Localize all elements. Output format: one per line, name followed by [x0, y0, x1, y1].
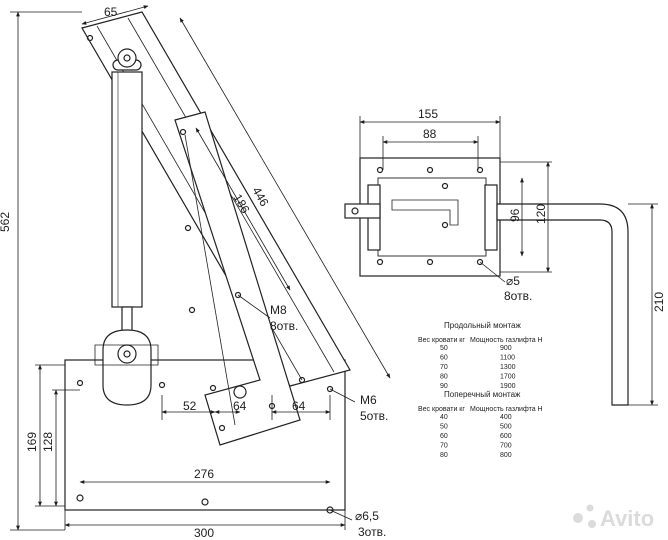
table-longitudinal: Продольный монтаж Вес кровати кг Мощност…: [418, 321, 543, 390]
plate-hole: [76, 379, 84, 387]
table-longitudinal-power-cell: 1700: [500, 374, 516, 381]
table-transverse-power-cell: 800: [500, 452, 512, 459]
table-longitudinal-weight-cell: 60: [440, 355, 448, 362]
table-transverse-title: Поперечный монтаж: [444, 390, 521, 399]
table-longitudinal-weight-cell: 90: [440, 383, 448, 390]
table-transverse-weight-cell: 70: [440, 443, 448, 450]
table-transverse-weight-cell: 60: [440, 433, 448, 440]
gas-spring: [102, 48, 152, 406]
table-transverse-weight-cell: 40: [440, 414, 448, 421]
top-view: [344, 157, 629, 406]
side-dimension-text: 562 65 446 186 169 128 52 64 64 276 300 …: [0, 5, 388, 540]
dim-height-96: 96: [508, 208, 522, 222]
dim-spacing-right: 64: [292, 399, 306, 413]
base-hole: [201, 498, 209, 506]
table-transverse-header-power: Мощность газлифта Н: [470, 406, 543, 413]
dim-height-128: 128: [41, 432, 55, 452]
table-longitudinal-header-power: Мощность газлифта Н: [470, 337, 543, 344]
table-longitudinal-weight-cell: 80: [440, 374, 448, 381]
table-transverse-power-cell: 500: [500, 424, 512, 431]
dim-bottom-holes: 276: [194, 467, 214, 481]
table-longitudinal-power-cell: 1300: [500, 364, 516, 371]
table-longitudinal-weight-cell: 50: [440, 345, 448, 352]
dim-spacing-center: 64: [233, 399, 247, 413]
note-d5-size: ⌀5: [506, 274, 520, 288]
table-transverse: Поперечный монтаж Вес кровати кг Мощност…: [418, 390, 543, 459]
dim-plate-width: 300: [194, 526, 214, 540]
table-longitudinal-header-weight: Вес кровати кг: [418, 337, 465, 344]
dim-width-155: 155: [418, 107, 438, 121]
note-d65-size: ⌀6,5: [355, 509, 379, 523]
note-m6-count: 5отв.: [360, 409, 388, 423]
dim-total-height: 562: [0, 212, 12, 232]
dim-height-120: 120: [534, 204, 548, 224]
table-longitudinal-weight-cell: 70: [440, 364, 448, 371]
table-transverse-power-cell: 600: [500, 433, 512, 440]
side-view: [64, 11, 351, 514]
dim-height-169: 169: [25, 432, 39, 452]
table-longitudinal-power-cell: 1100: [500, 355, 515, 362]
table-transverse-weight-cell: 50: [440, 424, 448, 431]
base-hole: [326, 506, 334, 514]
table-longitudinal-power-cell: 1900: [500, 383, 516, 390]
side-dimension-lines: [10, 5, 391, 531]
plate-hole: [326, 385, 334, 393]
pivot-hole: [233, 385, 247, 399]
dim-rod-length: 210: [652, 292, 666, 312]
dim-width-88: 88: [423, 127, 437, 141]
note-m8-count: 8отв.: [270, 319, 298, 333]
note-d5-count: 8отв.: [504, 289, 532, 303]
base-hole: [76, 494, 84, 502]
top-dimension-text: 155 88 96 120 210 ⌀5 8отв.: [418, 107, 666, 312]
table-longitudinal-power-cell: 900: [500, 345, 512, 352]
dim-spacing-left: 52: [183, 399, 197, 413]
table-transverse-weight-cell: 80: [440, 452, 448, 459]
plate-hole: [158, 381, 166, 389]
table-longitudinal-title: Продольный монтаж: [444, 321, 522, 330]
top-dimension-lines: [359, 116, 658, 406]
watermark-text: Avito: [600, 506, 654, 531]
table-transverse-header-weight: Вес кровати кг: [418, 406, 465, 413]
table-transverse-power-cell: 700: [500, 443, 512, 450]
note-d65-count: 3отв.: [358, 525, 386, 539]
dim-top-width: 65: [104, 5, 118, 19]
l-rod: [496, 203, 629, 406]
note-m6-size: M6: [360, 393, 377, 407]
table-transverse-power-cell: 400: [500, 414, 512, 421]
avito-watermark: Avito: [573, 504, 654, 531]
note-m8-size: M8: [270, 303, 287, 317]
